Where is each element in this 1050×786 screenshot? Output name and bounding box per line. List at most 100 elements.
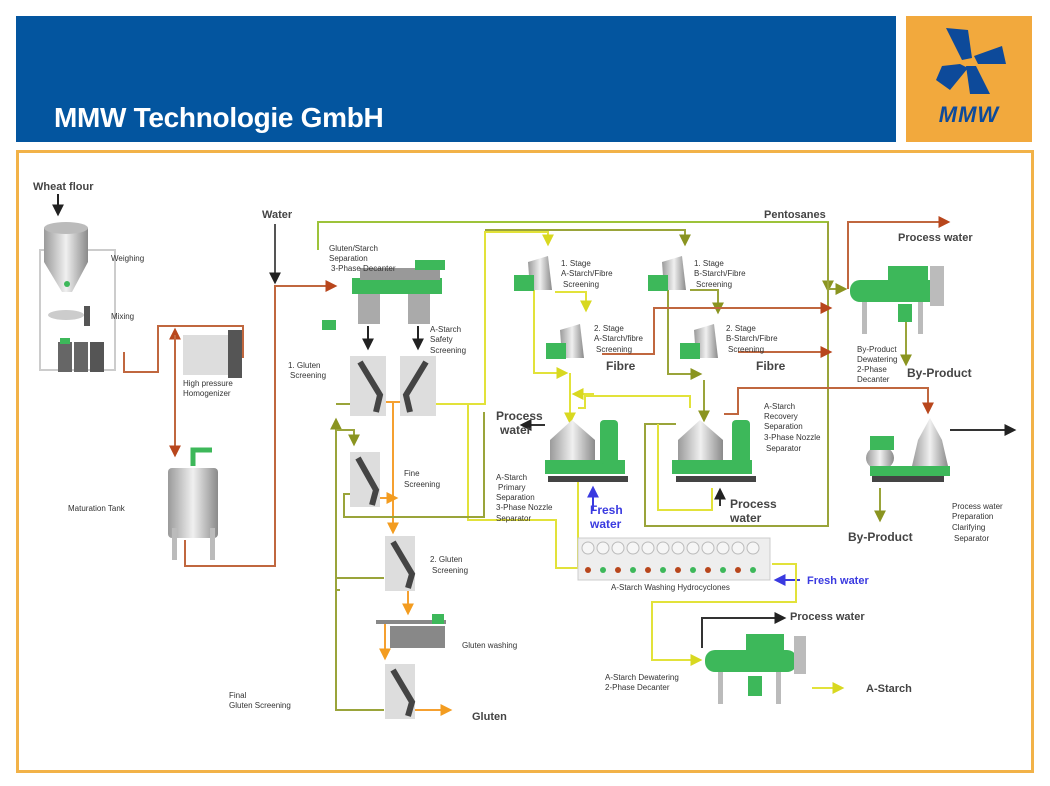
label-decanter-2: Separation	[329, 254, 368, 263]
label-pw-primary-2: water	[499, 423, 532, 437]
flow-mixing-to-homogenizer	[123, 325, 244, 373]
maturation-tank-icon	[168, 447, 218, 560]
gluten-screening-1-icon	[350, 356, 386, 416]
weighing-mixing-plant-icon	[39, 222, 116, 372]
label-s1a-3: Screening	[563, 280, 599, 289]
label-fresh-water-1a: Fresh	[590, 503, 623, 517]
hydrocyclone-valve-icon	[615, 567, 621, 573]
label-gluten-washing: Gluten washing	[462, 641, 517, 650]
flow-yellow-loop	[467, 404, 586, 569]
hydrocyclone-valve-icon	[645, 567, 651, 573]
label-fresh-water-1b: water	[589, 517, 622, 531]
recovery-separator-icon	[672, 420, 756, 482]
gluten-starch-decanter-icon	[322, 260, 445, 330]
flow-stage1a-to-stage2a	[555, 291, 592, 313]
label-rs-3: Separation	[764, 422, 803, 431]
flow-final-return	[335, 589, 384, 711]
stage2-a-screen-icon	[546, 324, 584, 359]
homogenizer-icon	[183, 330, 242, 378]
final-gluten-screening-icon	[385, 664, 416, 719]
label-mixing: Mixing	[111, 312, 134, 321]
flow-to-starch-decanter	[651, 563, 797, 666]
label-decanter-3: 3-Phase Decanter	[331, 264, 396, 273]
clarifying-separator-icon	[866, 418, 950, 482]
label-weighing: Weighing	[111, 254, 144, 263]
label-pw-recovery-1: Process	[730, 497, 777, 511]
label-process-water-bottom: Process water	[790, 611, 865, 623]
stage1-b-screen-icon	[648, 256, 686, 291]
company-logo: MMW	[906, 16, 1032, 142]
starch-decanter-icon	[705, 634, 806, 704]
hydrocyclone-icon	[746, 541, 760, 555]
flow-process-water-bottom	[701, 612, 787, 648]
label-s2b-1: 2. Stage	[726, 324, 756, 333]
hydrocyclone-valve-icon	[735, 567, 741, 573]
company-title: MMW Technologie GmbH	[54, 102, 384, 133]
fine-screening-icon	[350, 452, 380, 507]
label-a-starch: A-Starch	[866, 683, 912, 695]
label-fine-2: Screening	[404, 480, 440, 489]
flow-fine-screening-return	[343, 412, 485, 518]
label-hydrocyclones: A-Starch Washing Hydrocyclones	[611, 583, 730, 592]
label-s2b-3: Screening	[728, 345, 764, 354]
label-s2a-1: 2. Stage	[594, 324, 624, 333]
flow-to-fine-screening	[336, 429, 360, 447]
flow-process-water-top	[847, 216, 951, 289]
flow-olive-recovery-loop	[644, 222, 829, 527]
flow-tank-to-decanter	[184, 280, 338, 567]
hydrocyclone-icon	[686, 541, 700, 555]
hydrocyclone-icon	[656, 541, 670, 555]
label-homogenizer-2: Homogenizer	[183, 389, 231, 398]
label-by-product-1: By-Product	[907, 366, 972, 380]
hydrocyclone-valve-icon	[750, 567, 756, 573]
label-wheat-flour: Wheat flour	[33, 181, 94, 193]
hydrocyclone-icon	[716, 541, 730, 555]
mmw-pinwheel-logo-icon	[936, 28, 1006, 94]
label-gluten: Gluten	[472, 711, 507, 723]
label-ps-2: Primary	[498, 483, 526, 492]
label-bpd-4: Decanter	[857, 375, 890, 384]
flow-stage1a-down	[533, 286, 569, 379]
safety-screening-icon	[400, 356, 436, 416]
label-by-product-2: By-Product	[848, 530, 913, 544]
stage1-a-screen-icon	[514, 256, 552, 291]
hydrocyclone-icon	[596, 541, 610, 555]
label-decanter-1: Gluten/Starch	[329, 244, 378, 253]
flow-recovery-yellow	[657, 424, 713, 511]
flow-to-clarifier	[724, 387, 934, 415]
label-sd-2: 2-Phase Decanter	[605, 683, 670, 692]
label-fibre-a: Fibre	[606, 359, 636, 373]
label-s2b-2: B-Starch/Fibre	[726, 334, 778, 343]
flow-to-stage1b	[485, 229, 691, 247]
process-diagram-frame	[16, 150, 1034, 773]
label-s2a-3: Screening	[596, 345, 632, 354]
label-ps-4: 3-Phase Nozzle	[496, 503, 553, 512]
label-process-water-top: Process water	[898, 232, 973, 244]
label-homogenizer-1: High pressure	[183, 379, 233, 388]
label-final-2: Gluten Screening	[229, 701, 291, 710]
hydrocyclone-valve-icon	[585, 567, 591, 573]
label-cs-2: Preparation	[952, 512, 993, 521]
label-ps-3: Separation	[496, 493, 535, 502]
label-s1a-2: A-Starch/Fibre	[561, 269, 613, 278]
hydrocyclone-valve-icon	[600, 567, 606, 573]
label-fibre-b: Fibre	[756, 359, 786, 373]
label-cs-3: Clarifying	[952, 523, 985, 532]
hydrocyclone-valve-icon	[705, 567, 711, 573]
hydrocyclone-icon	[671, 541, 685, 555]
label-safety-3: Screening	[430, 346, 466, 355]
label-s1b-2: B-Starch/Fibre	[694, 269, 746, 278]
label-gluten2-1: 2. Gluten	[430, 555, 462, 564]
label-gluten1-2: Screening	[290, 371, 326, 380]
label-s1b-1: 1. Stage	[694, 259, 724, 268]
label-safety-2: Safety	[430, 335, 453, 344]
flow-stage1b-to-stage2b	[690, 289, 724, 315]
flow-stage1b-down	[667, 286, 703, 380]
label-fine-1: Fine	[404, 469, 420, 478]
label-cs-4: Separator	[954, 534, 989, 543]
logo-text: MMW	[938, 102, 1000, 127]
hydrocyclone-icon	[626, 541, 640, 555]
hydrocyclone-valve-icon	[690, 567, 696, 573]
label-rs-5: Separator	[766, 444, 801, 453]
label-gluten2-2: Screening	[432, 566, 468, 575]
